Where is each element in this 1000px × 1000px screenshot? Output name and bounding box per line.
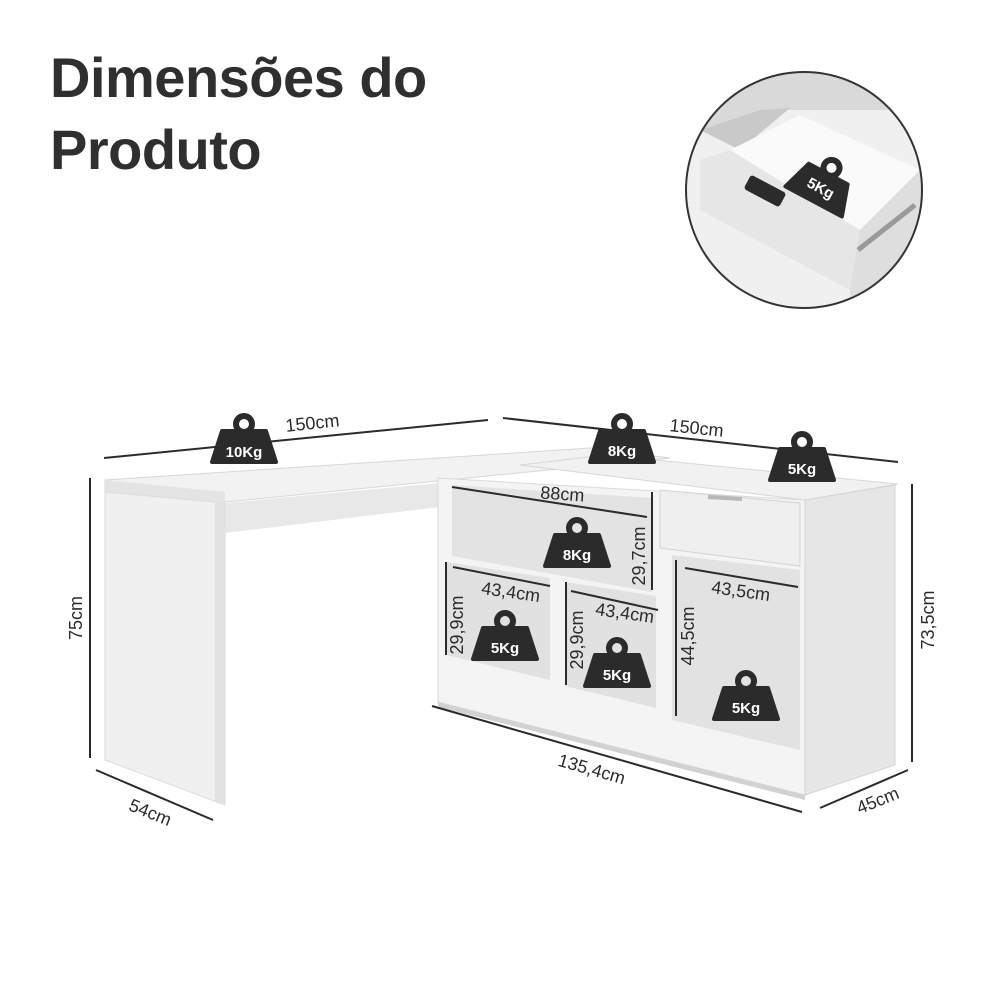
- weight-icon: 5Kg: [473, 613, 537, 659]
- title-line-1: Dimensões do: [50, 46, 427, 109]
- desk-top-weight-label: 10Kg: [226, 444, 263, 461]
- weight-icon: 10Kg: [212, 416, 276, 462]
- title-line-2: Produto: [50, 118, 262, 181]
- right-niche-height-label: 44,5cm: [678, 606, 698, 665]
- desk: [104, 447, 671, 806]
- cabinet-front-width-label: 135,4cm: [556, 750, 628, 788]
- weight-icon: 8Kg: [590, 416, 654, 462]
- upper-niche-weight-label: 8Kg: [563, 547, 591, 564]
- cabinet-top-right-weight-label: 5Kg: [788, 461, 816, 478]
- cabinet-top-left-weight-label: 8Kg: [608, 443, 636, 460]
- upper-niche-height-label: 29,7cm: [629, 526, 649, 585]
- left-niche-weight-label: 5Kg: [491, 640, 519, 657]
- dimension-lines: [89, 417, 913, 821]
- desk-height-label: 75cm: [66, 596, 86, 640]
- weight-icon: 8Kg: [545, 520, 609, 566]
- middle-niche-height-label: 29,9cm: [567, 610, 587, 669]
- weight-icon: 5Kg: [714, 673, 778, 719]
- weight-icon: 5Kg: [785, 146, 863, 217]
- desk-top-width-label: 150cm: [284, 410, 340, 436]
- middle-niche-weight-label: 5Kg: [603, 667, 631, 684]
- cabinet-depth-label: 45cm: [854, 783, 902, 818]
- drawer-inset: 5Kg: [685, 71, 923, 309]
- weight-icon: 5Kg: [585, 640, 649, 686]
- page-title: Dimensões do Produto: [50, 42, 427, 186]
- left-niche-height-label: 29,9cm: [447, 595, 467, 654]
- weight-icon: 5Kg: [770, 434, 834, 480]
- weight-badges: 10Kg 8Kg 5Kg 8Kg 5Kg 5Kg 5Kg: [212, 416, 834, 719]
- cabinet-height-label: 73,5cm: [918, 590, 938, 649]
- right-niche-weight-label: 5Kg: [732, 700, 760, 717]
- upper-niche-width-label: 88cm: [540, 483, 585, 506]
